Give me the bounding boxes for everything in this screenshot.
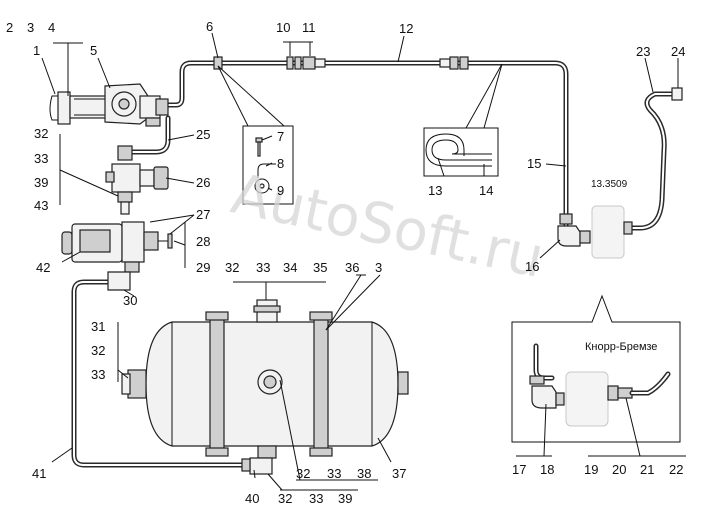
label-9: 9 bbox=[277, 183, 284, 198]
air-receiver-tank bbox=[121, 299, 409, 475]
label-24: 24 bbox=[671, 44, 685, 59]
label-32b: 32 bbox=[225, 260, 239, 275]
label-29: 29 bbox=[196, 260, 210, 275]
label-14: 14 bbox=[479, 183, 493, 198]
label-34: 34 bbox=[283, 260, 297, 275]
label-18: 18 bbox=[540, 462, 554, 477]
fitting-6 bbox=[213, 56, 223, 70]
leader-lines bbox=[41, 32, 686, 491]
module-code-label: 13.3509 bbox=[591, 179, 628, 190]
knorr-bremse-unit bbox=[565, 371, 609, 427]
label-35: 35 bbox=[313, 260, 327, 275]
tank-right-port bbox=[397, 371, 409, 395]
part-labels: 2 3 4 1 5 6 10 11 12 23 24 7 8 9 13 14 1… bbox=[6, 19, 685, 506]
label-30: 30 bbox=[123, 293, 137, 308]
label-26: 26 bbox=[196, 175, 210, 190]
label-27: 27 bbox=[196, 207, 210, 222]
label-42: 42 bbox=[36, 260, 50, 275]
label-37: 37 bbox=[392, 466, 406, 481]
module-13-3509 bbox=[591, 205, 625, 259]
label-17: 17 bbox=[512, 462, 526, 477]
label-12: 12 bbox=[399, 21, 413, 36]
clamp-detail-box bbox=[242, 125, 294, 205]
elbow-16-and-module bbox=[557, 205, 633, 259]
label-3a: 3 bbox=[27, 20, 34, 35]
label-32a: 32 bbox=[34, 126, 48, 141]
label-40: 40 bbox=[245, 491, 259, 506]
label-33c: 33 bbox=[91, 367, 105, 382]
fitting-10 bbox=[286, 56, 294, 70]
label-1: 1 bbox=[33, 43, 40, 58]
label-28: 28 bbox=[196, 234, 210, 249]
label-11: 11 bbox=[302, 20, 316, 35]
label-22: 22 bbox=[669, 462, 683, 477]
label-8: 8 bbox=[277, 156, 284, 171]
fitting-12b bbox=[449, 56, 459, 70]
fitting-12c bbox=[459, 56, 469, 70]
label-43: 43 bbox=[34, 198, 48, 213]
hose-23 bbox=[627, 91, 675, 231]
label-7: 7 bbox=[277, 129, 284, 144]
tank-bottom-port bbox=[257, 445, 277, 459]
label-25: 25 bbox=[196, 127, 210, 142]
watermark: AutoSoft.ru bbox=[226, 162, 549, 291]
compressor-valve-assembly bbox=[49, 83, 169, 127]
tank-left-port bbox=[127, 369, 147, 399]
label-32d: 32 bbox=[296, 466, 310, 481]
hose-coil-detail-box bbox=[423, 127, 499, 177]
hose-end-24 bbox=[671, 87, 683, 101]
knorr-bremse-inset bbox=[511, 294, 681, 443]
label-23: 23 bbox=[636, 44, 650, 59]
label-20: 20 bbox=[612, 462, 626, 477]
label-21: 21 bbox=[640, 462, 654, 477]
label-36: 36 bbox=[345, 260, 359, 275]
tee-fitting-26 bbox=[105, 145, 169, 215]
label-33b: 33 bbox=[256, 260, 270, 275]
label-33a: 33 bbox=[34, 151, 48, 166]
label-5: 5 bbox=[90, 43, 97, 58]
pipe-network bbox=[71, 56, 683, 468]
label-32e: 32 bbox=[278, 491, 292, 506]
label-33d: 33 bbox=[327, 466, 341, 481]
label-4: 4 bbox=[48, 20, 55, 35]
label-39a: 39 bbox=[34, 175, 48, 190]
label-41: 41 bbox=[32, 466, 46, 481]
label-13: 13 bbox=[428, 183, 442, 198]
knorr-bremse-label: Кнорр-Бремзе bbox=[585, 341, 657, 353]
label-32c: 32 bbox=[91, 343, 105, 358]
fitting-11a bbox=[294, 56, 302, 70]
fitting-12a bbox=[439, 58, 451, 68]
label-19: 19 bbox=[584, 462, 598, 477]
label-2: 2 bbox=[6, 20, 13, 35]
label-31: 31 bbox=[91, 319, 105, 334]
fitting-11c bbox=[314, 58, 326, 68]
label-6: 6 bbox=[206, 19, 213, 34]
label-3b: 3 bbox=[375, 260, 382, 275]
tank-strap-right bbox=[313, 317, 329, 451]
pressure-regulator-42 bbox=[61, 221, 173, 291]
fitting-11b bbox=[302, 56, 316, 70]
label-39b: 39 bbox=[338, 491, 352, 506]
label-33e: 33 bbox=[309, 491, 323, 506]
label-15: 15 bbox=[527, 156, 541, 171]
tank-strap-left bbox=[209, 317, 225, 451]
label-10: 10 bbox=[276, 20, 290, 35]
label-38: 38 bbox=[357, 466, 371, 481]
label-16: 16 bbox=[525, 259, 539, 274]
